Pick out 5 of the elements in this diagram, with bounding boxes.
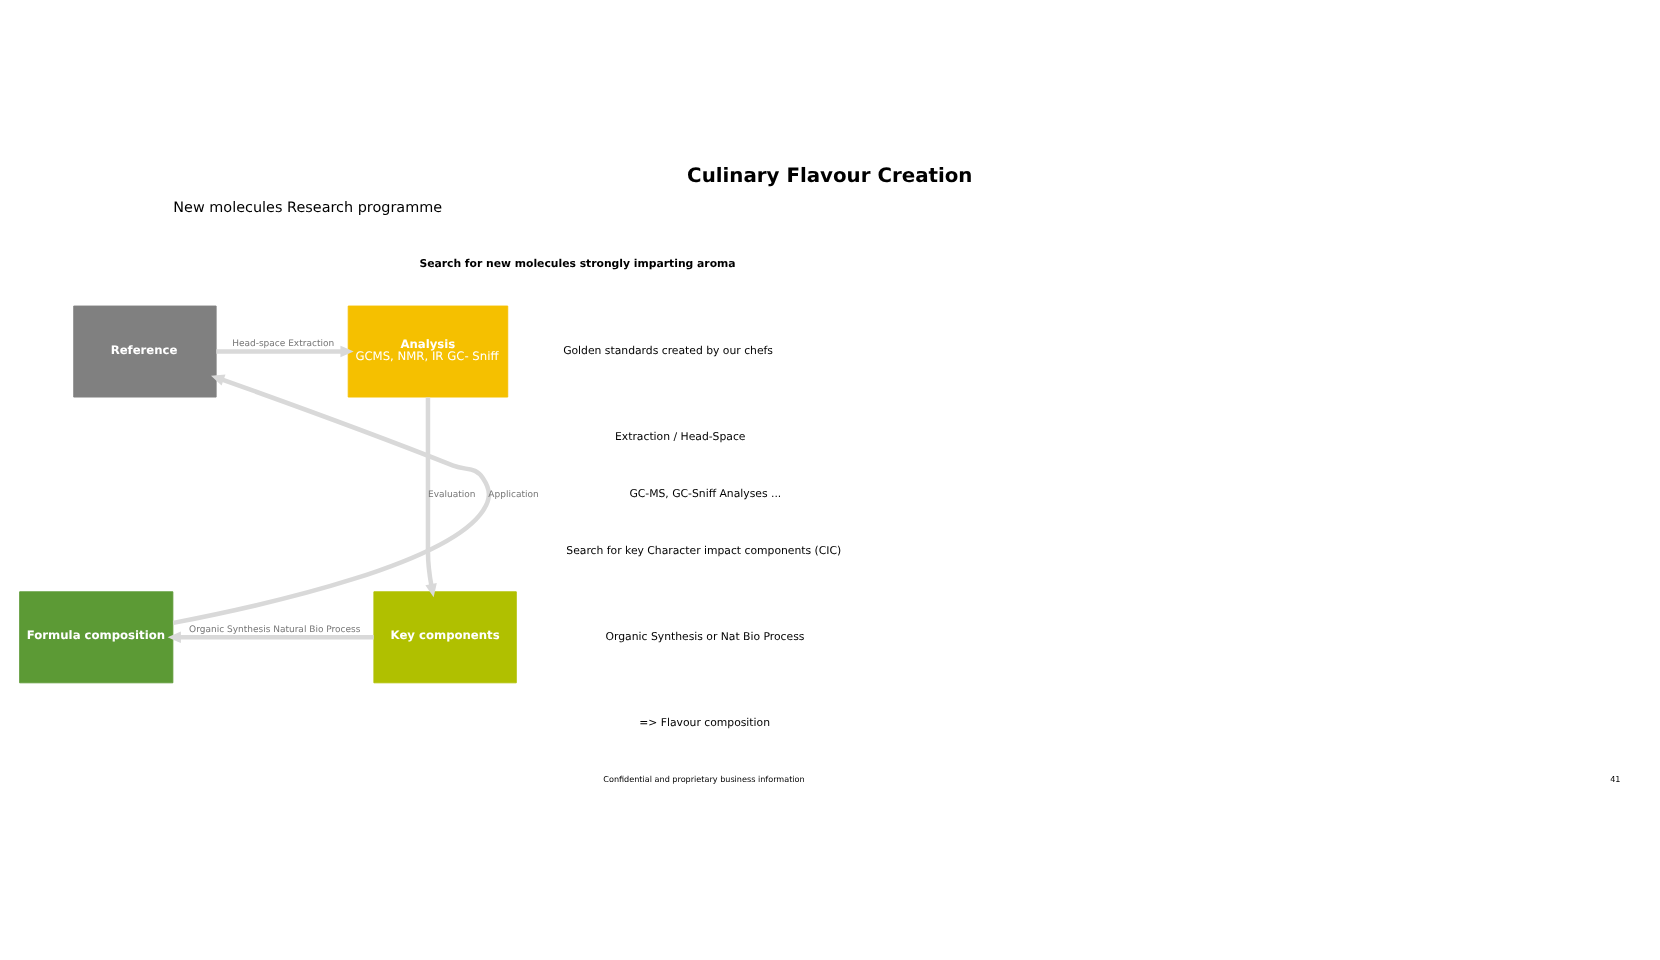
diagram-title: Culinary Flavour Creation [687,166,973,189]
arrow [216,345,354,358]
arrow [172,374,491,626]
arrow [425,397,437,598]
arrow [167,631,374,644]
